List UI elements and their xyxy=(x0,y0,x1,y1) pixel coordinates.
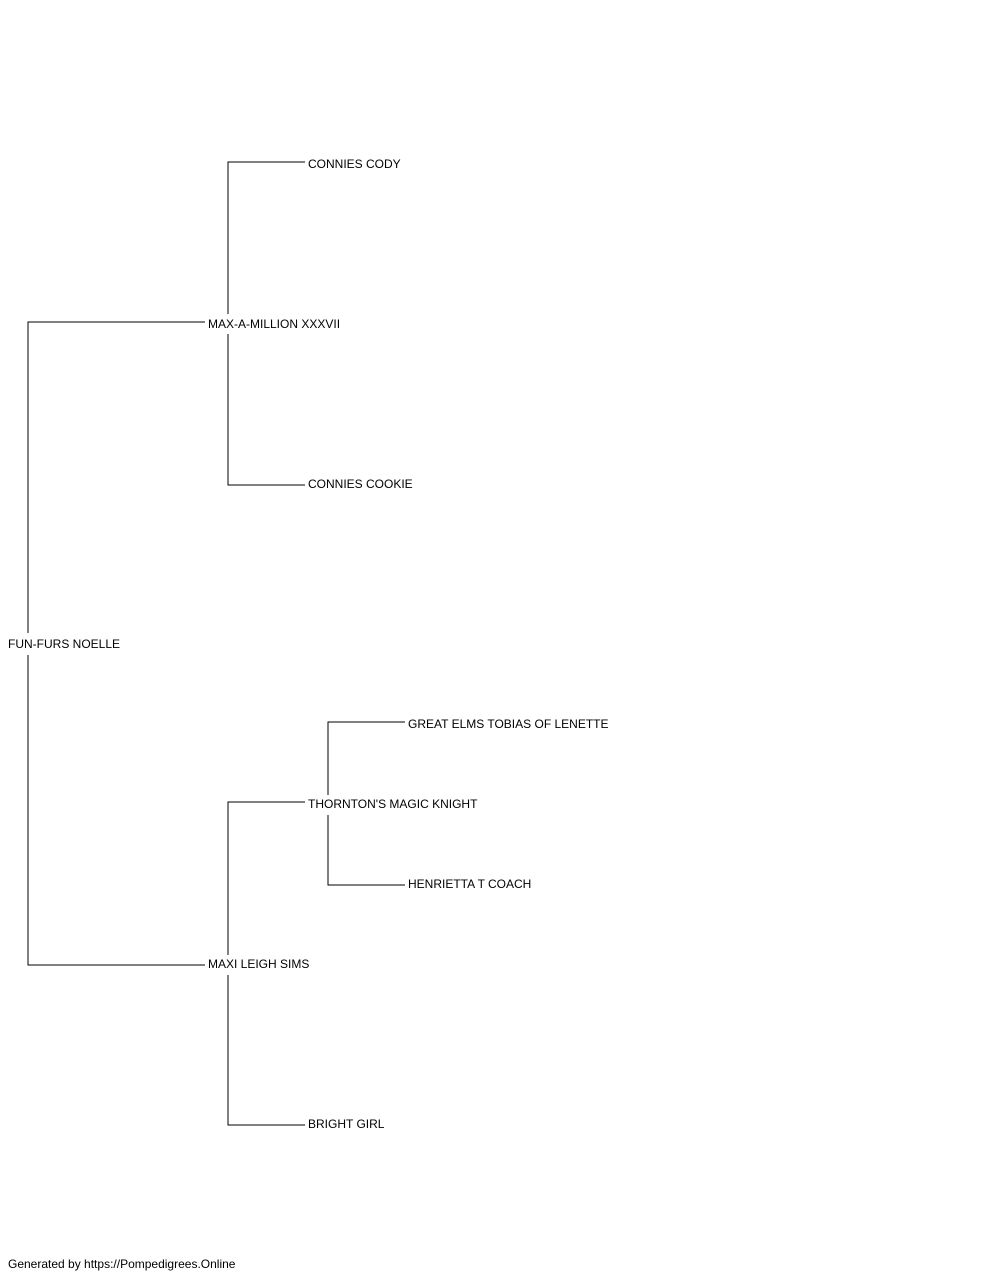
sire-sire-link xyxy=(227,161,305,314)
dam-sire-name: THORNTON'S MAGIC KNIGHT xyxy=(308,797,478,811)
subject-dam-link xyxy=(27,655,205,966)
sire-sire-name: CONNIES CODY xyxy=(308,157,401,171)
dam-dam-link xyxy=(227,975,305,1126)
dam-sire-sire-name: GREAT ELMS TOBIAS OF LENETTE xyxy=(408,717,609,731)
subject-name: FUN-FURS NOELLE xyxy=(8,637,120,651)
sire-name: MAX-A-MILLION XXXVII xyxy=(208,317,340,331)
subject-sire-link xyxy=(27,321,205,633)
generated-by-footer: Generated by https://Pompedigrees.Online xyxy=(8,1257,236,1271)
sire-dam-link xyxy=(227,334,305,486)
dam-sire-dam-link xyxy=(327,815,405,886)
dam-sire-link xyxy=(227,801,305,955)
dam-dam-name: BRIGHT GIRL xyxy=(308,1117,385,1131)
sire-dam-name: CONNIES COOKIE xyxy=(308,477,413,491)
dam-sire-dam-name: HENRIETTA T COACH xyxy=(408,877,531,891)
dam-sire-sire-link xyxy=(327,721,405,795)
dam-name: MAXI LEIGH SIMS xyxy=(208,957,309,971)
